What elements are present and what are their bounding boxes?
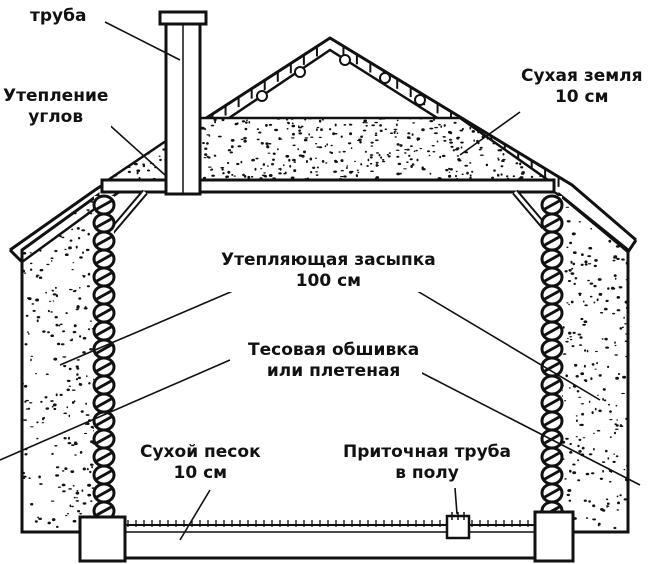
label-insulating-fill: Утепляющая засыпка 100 см bbox=[218, 250, 439, 292]
roof-outline-inner bbox=[21, 48, 629, 264]
label-pipe: труба bbox=[27, 6, 90, 27]
right-foundation bbox=[533, 510, 575, 563]
floor-supply-pipe bbox=[445, 512, 471, 540]
label-dry-earth: Сухая земля 10 см bbox=[518, 66, 646, 108]
label-supply-pipe: Приточная труба в полу bbox=[340, 442, 515, 484]
label-dry-sand: Сухой песок 10 см bbox=[137, 442, 264, 484]
exhaust-pipe bbox=[158, 10, 208, 196]
left-foundation bbox=[78, 515, 127, 563]
left-wall-lining bbox=[92, 194, 116, 522]
roof-outline bbox=[9, 36, 637, 252]
left-wall-fill bbox=[20, 192, 100, 534]
floor-dry-sand bbox=[125, 520, 535, 560]
label-plank-lining: Тесовая обшивка или плетеная bbox=[245, 340, 423, 382]
ceiling-beam bbox=[100, 178, 556, 194]
label-corner-insulation: Утепление углов bbox=[0, 86, 112, 128]
right-wall-lining bbox=[540, 194, 564, 522]
